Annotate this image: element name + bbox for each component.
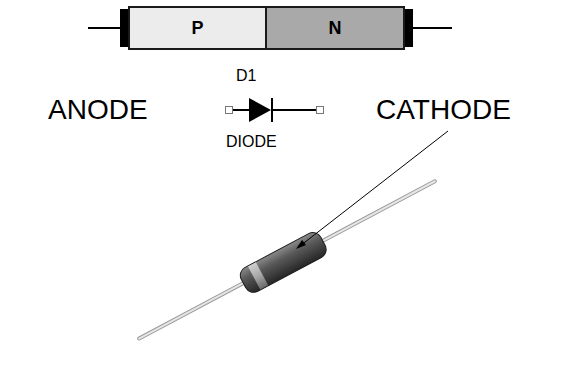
diode-photo bbox=[133, 170, 441, 351]
region-letter: N bbox=[329, 18, 342, 39]
part-type: DIODE bbox=[226, 133, 277, 151]
terminal-name: CATHODE bbox=[376, 95, 511, 126]
region-letter: P bbox=[191, 18, 203, 39]
n-region: N bbox=[265, 6, 405, 50]
diode-symbol bbox=[226, 98, 324, 122]
leader-line bbox=[296, 131, 448, 249]
p-region: P bbox=[128, 6, 267, 50]
part-designator: D1 bbox=[236, 67, 256, 85]
terminal-name: ANODE bbox=[48, 95, 148, 126]
